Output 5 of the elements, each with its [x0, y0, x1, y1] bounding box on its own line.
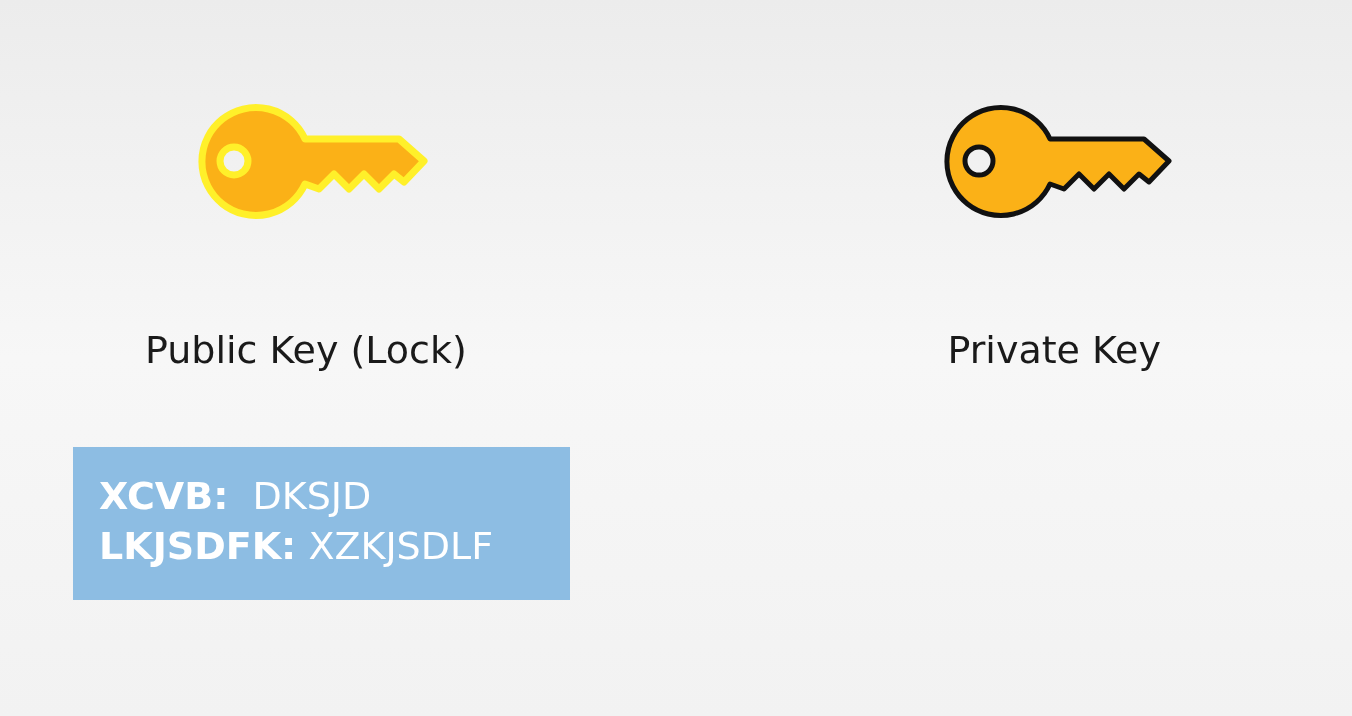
- key-caption: Private Key: [947, 328, 1161, 372]
- key-value-text: XCVB: DKSJD: [99, 473, 373, 520]
- key-caption: Public Key (Lock): [145, 328, 467, 372]
- key-value-text: LKJSDFK: XZKJSDLF: [99, 523, 494, 570]
- key-value-panel: [73, 447, 570, 600]
